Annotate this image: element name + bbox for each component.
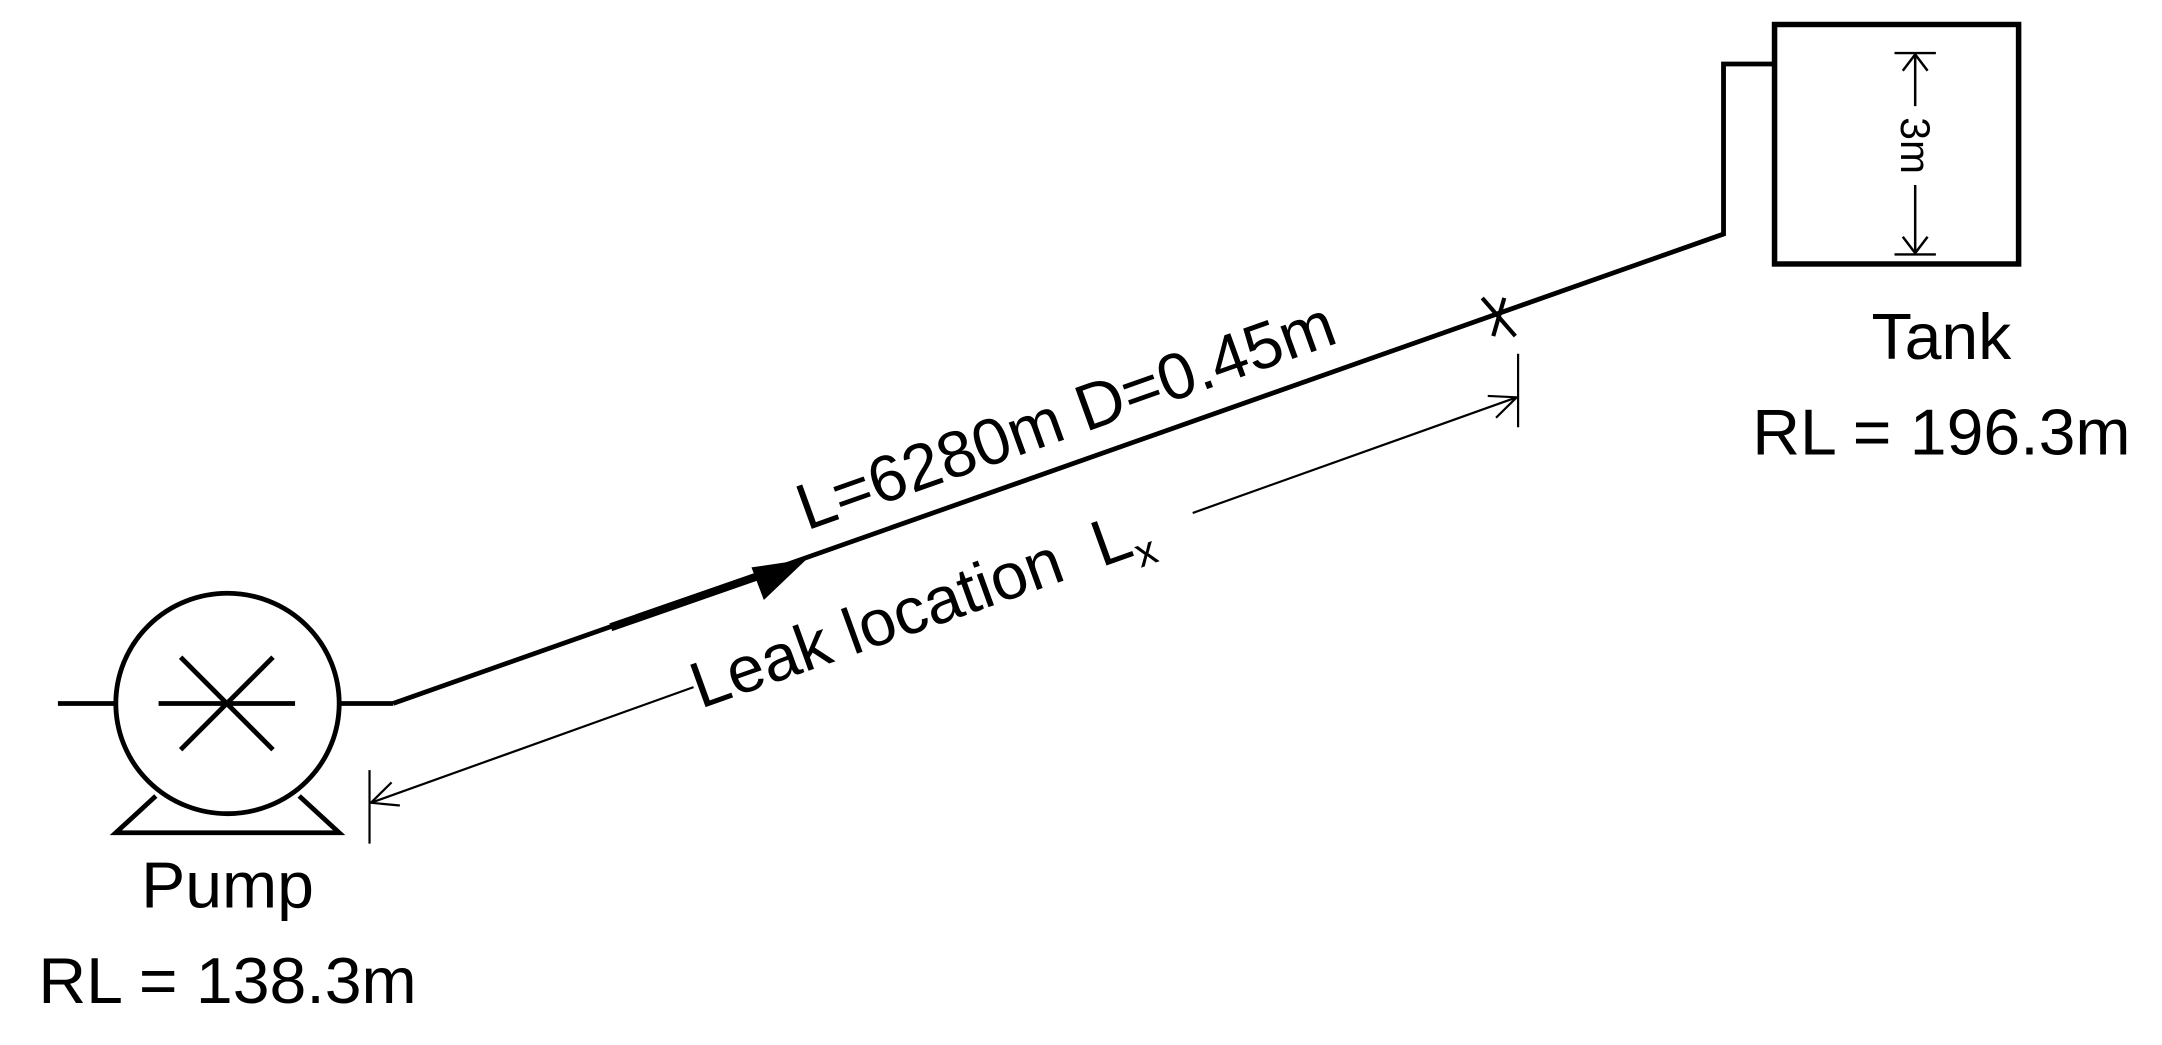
tank-depth-label: 3m: [1892, 117, 1938, 174]
tank-box: [1771, 21, 2022, 267]
leak-location-text: Leak location: [680, 523, 1072, 722]
dim-arrowhead-leak: [1487, 394, 1520, 419]
tank-level: RL = 196.3m: [1752, 395, 2130, 469]
leak-distance-dimension: [368, 353, 1520, 844]
dim-line-left: [370, 686, 694, 804]
pump-base: [109, 794, 346, 836]
pump-impeller-diagonal-2: [178, 655, 275, 752]
pump-level: RL = 138.3m: [38, 943, 416, 1017]
pump-symbol: [57, 590, 393, 836]
pump-name: Pump: [141, 848, 314, 922]
flow-direction-arrow: [751, 559, 807, 601]
leak-marker: [1480, 296, 1517, 338]
pipe-line: [392, 61, 1775, 706]
pump-casing: [113, 590, 342, 817]
main-pipe: [392, 61, 1775, 706]
flow-arrow-shaft: [609, 573, 757, 632]
tank-depth-dimension: [1894, 51, 1936, 256]
dim-arrowhead-pump: [368, 781, 400, 807]
pipe-label: L=6280m D=0.45m: [786, 286, 1344, 544]
dim-line-right: [1192, 396, 1518, 514]
tank-name: Tank: [1871, 300, 2011, 374]
